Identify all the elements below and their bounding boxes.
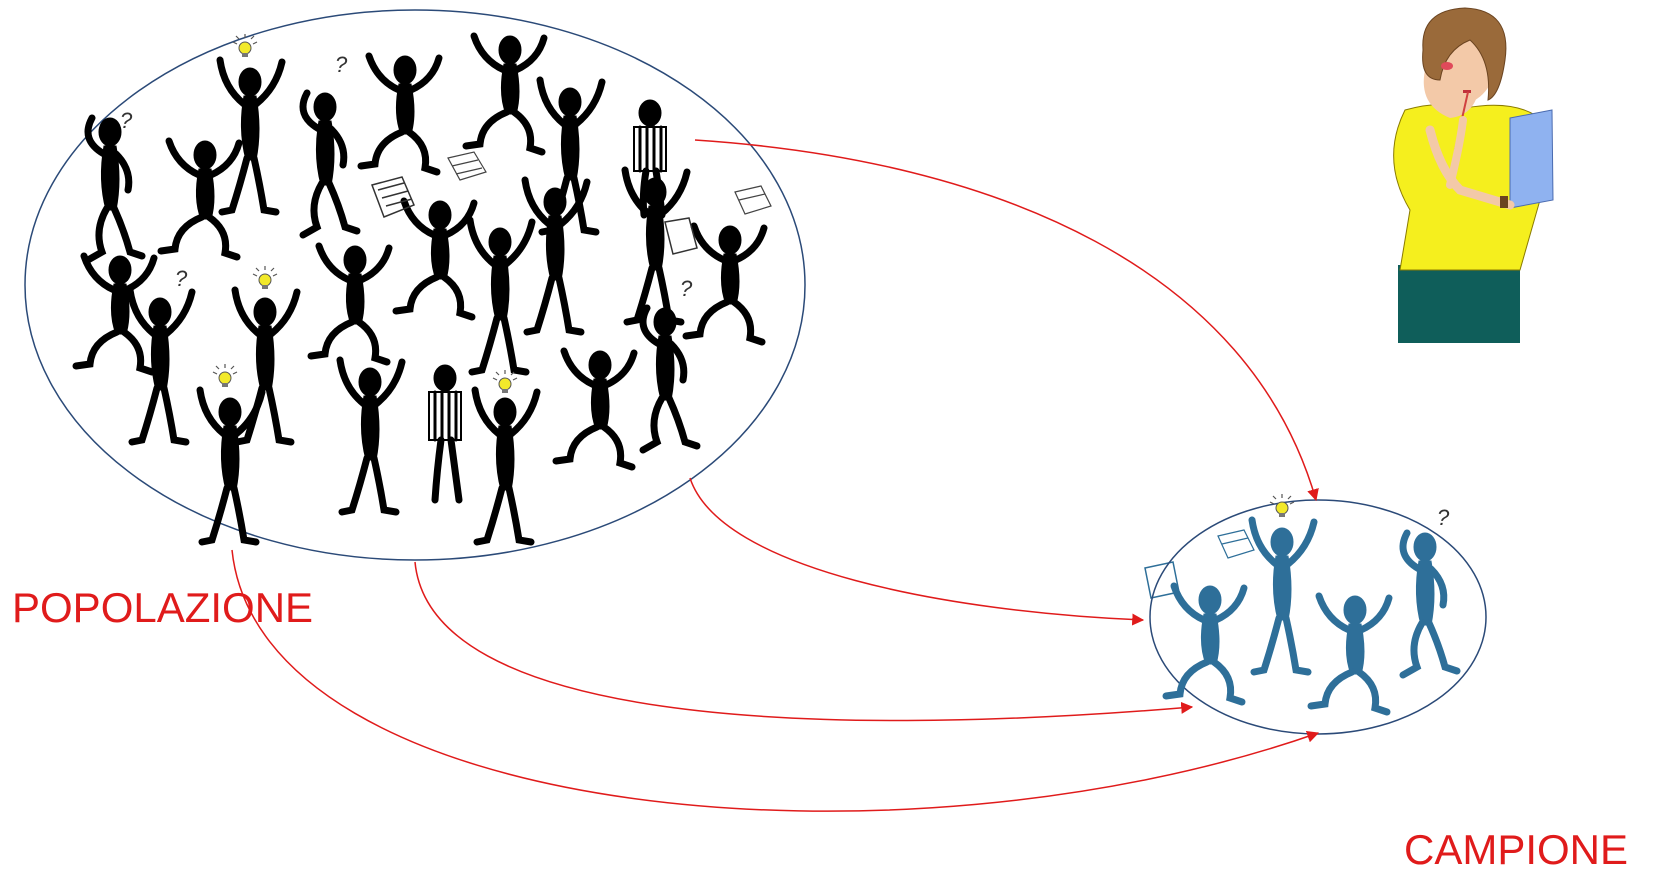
svg-text:?: ? [175,266,188,291]
svg-text:?: ? [680,276,693,301]
researcher-figure [1394,8,1553,343]
sample-bulb [1270,494,1294,517]
sampling-arrows [232,140,1318,811]
svg-text:?: ? [335,52,348,77]
population-label: POPOLAZIONE [12,584,313,631]
arrow-to-sample-bottom-left [415,562,1192,720]
sample-figures [1166,520,1457,712]
arrow-to-sample-left [690,478,1143,620]
sample-label: CAMPIONE [1404,826,1628,871]
striped-figure [429,365,461,500]
arrow-to-sample-top [695,140,1316,500]
svg-text:?: ? [120,108,133,133]
svg-text:?: ? [1437,505,1450,530]
